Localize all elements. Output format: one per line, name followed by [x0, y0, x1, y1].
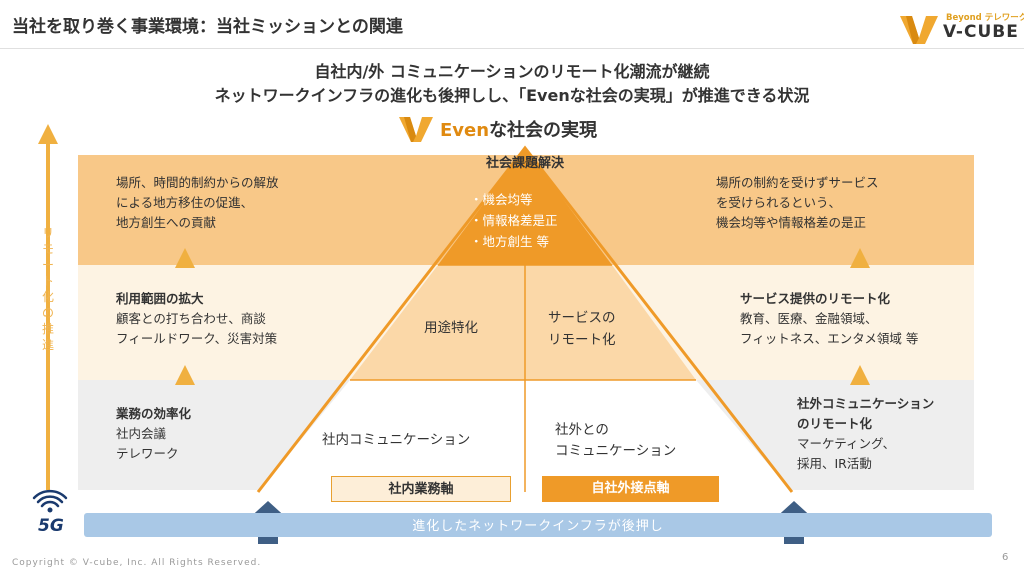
page-title: 当社を取り巻く事業環境：当社ミッションとの関連: [12, 17, 403, 37]
right-top-line-2: を受けられるという、: [716, 195, 842, 210]
left-mid-line-2: フィールドワーク、災害対策: [116, 331, 278, 346]
pyramid-bot-left: 社内コミュニケーション: [322, 432, 471, 448]
logo-wordmark: V-CUBE: [943, 22, 1019, 42]
5g-badge: 5G: [38, 516, 64, 536]
external-axis-label: 自社外接点軸: [542, 476, 719, 502]
internal-axis-label: 社内業務軸: [331, 476, 511, 502]
left-top-line-2: による地方移住の促進、: [116, 195, 254, 210]
pyramid-top-label: 社会課題解決: [485, 156, 564, 171]
right-bot-line-2: 採用、IR活動: [797, 456, 872, 471]
right-bot-title-2: のリモート化: [797, 416, 873, 431]
right-up-arrow-mid: [850, 365, 870, 385]
vertical-axis-label: リ モ ー ト 化 の 推 進: [41, 226, 54, 352]
pyramid-bot-right-2: コミュニケーション: [555, 443, 677, 459]
copyright: Copyright © V-cube, Inc. All Rights Rese…: [12, 558, 262, 568]
left-bot-line-1: 社内会議: [116, 426, 167, 441]
pyramid-mid-right-1: サービスの: [548, 310, 616, 326]
left-bot-title: 業務の効率化: [116, 406, 192, 421]
left-mid-title: 利用範囲の拡大: [116, 291, 204, 306]
right-up-arrow-top: [850, 248, 870, 268]
even-title-rest: な社会の実現: [489, 120, 598, 141]
left-top-line-1: 場所、時間的制約からの解放: [116, 175, 279, 190]
headline-line-2: ネットワークインフラの進化も後押しし、「Evenな社会の実現」が推進できる状況: [214, 86, 810, 105]
pyramid-top-item-3: ・地方創生 等: [470, 234, 549, 249]
right-top-line-3: 機会均等や情報格差の是正: [716, 215, 867, 230]
even-logo-mark: [399, 117, 433, 142]
even-accent-word: Even: [440, 120, 490, 141]
pyramid-mid-left: 用途特化: [424, 320, 478, 336]
vertical-axis-arrow-head: [38, 124, 58, 144]
headline-line-1: 自社内/外 コミュニケーションのリモート化潮流が継続: [314, 62, 710, 81]
logo-tagline: Beyond テレワーク: [946, 13, 1024, 23]
infra-label: 進化したネットワークインフラが後押し: [412, 519, 664, 534]
left-bot-line-2: テレワーク: [116, 446, 179, 461]
page-number: 6: [1002, 552, 1009, 563]
wifi-icon: [32, 489, 68, 508]
left-top-line-3: 地方創生への貢献: [116, 215, 217, 230]
left-mid-line-1: 顧客との打ち合わせ、商談: [116, 311, 266, 326]
right-top-line-1: 場所の制約を受けずサービス: [716, 175, 879, 190]
right-bot-line-1: マーケティング、: [797, 436, 896, 451]
left-up-arrow-mid: [175, 365, 195, 385]
pyramid-mid-tier: [350, 265, 696, 380]
pyramid-mid-right-2: リモート化: [548, 332, 616, 348]
left-up-arrow-top: [175, 248, 195, 268]
right-bot-title-1: 社外コミュニケーション: [797, 396, 935, 411]
right-mid-line-1: 教育、医療、金融領域、: [740, 311, 878, 326]
vcube-logo-mark: [900, 16, 938, 44]
title-divider: [0, 48, 1024, 49]
pyramid-top-tier: [438, 148, 612, 265]
pyramid-top-item-2: ・情報格差是正: [470, 213, 558, 228]
right-mid-title: サービス提供のリモート化: [740, 291, 891, 306]
pyramid-bot-right-1: 社外との: [555, 422, 609, 438]
even-society-title: Evenな社会の実現: [440, 116, 597, 142]
right-mid-line-2: フィットネス、エンタメ領域 等: [740, 331, 919, 346]
infra-bar: [84, 513, 992, 537]
pyramid-top-item-1: ・機会均等: [470, 192, 533, 207]
